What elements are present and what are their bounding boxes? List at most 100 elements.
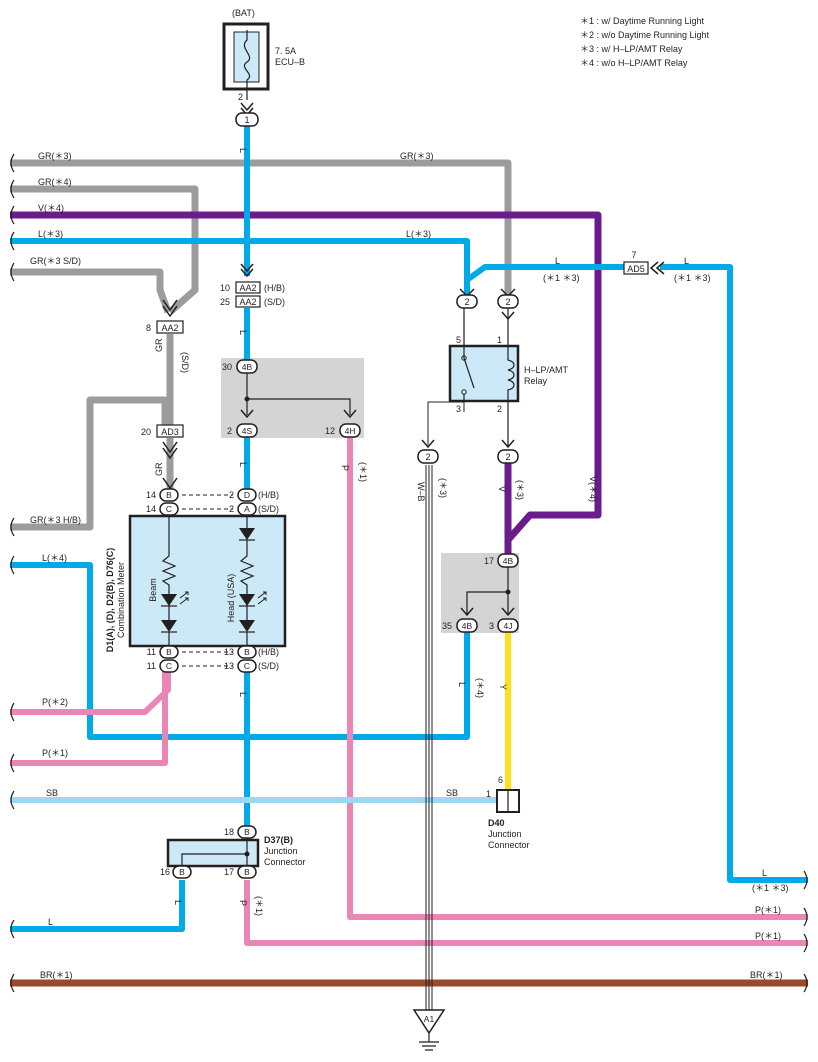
d40-p6: 6 [498, 775, 503, 785]
meter-ra: A [244, 504, 250, 514]
wire-group-p [10, 437, 808, 946]
connector-aa2-left: AA2 8 [146, 299, 184, 334]
label-gr3-top: GR(＊3) [38, 151, 72, 161]
j4b-lower-name: 4B [462, 621, 473, 631]
relay-sub: Relay [524, 376, 548, 386]
wb-conn: 2 [425, 452, 430, 462]
j4b-right-name: 4B [503, 556, 514, 566]
j4j-name: 4J [504, 621, 513, 631]
aa2-upper-name-hb: AA2 [239, 283, 256, 293]
label-p-d37: P [238, 900, 248, 906]
d37-desc2: Connector [264, 857, 306, 867]
left-wire-labels: GR(＊3) GR(＊4) V(＊4) L(＊3) GR(＊3 S/D) GR(… [30, 151, 81, 980]
center-labels: GR(＊3) L(＊3) SB L L L L GR (S/D) GR P (＊… [154, 148, 598, 916]
fuse-source: (BAT) [232, 8, 255, 18]
aa2-upper-hb: (H/B) [264, 283, 285, 293]
d37-p18: 18 [224, 827, 234, 837]
legend: ＊1 : w/ Daytime Running Light ＊2 : w/o D… [580, 16, 710, 68]
ground-name: A1 [424, 1014, 435, 1024]
label-l-bottom: L [48, 917, 53, 927]
relay-p5: 5 [456, 335, 461, 345]
ad3-pin: 20 [141, 427, 151, 437]
meter-subtitle: Combination Meter [116, 562, 126, 638]
relay-in-r: 2 [505, 297, 510, 307]
fuse-conn: 1 [244, 115, 249, 125]
relay-in-l: 2 [464, 297, 469, 307]
meter-r2b: 2 [229, 504, 234, 514]
label-p1-b: P(＊1) [755, 931, 781, 941]
label-l-lower: L [762, 868, 767, 878]
label-wb: W–B [416, 482, 426, 502]
j4b-top-name: 4B [242, 362, 253, 372]
legend-item-2: ＊2 : w/o Daytime Running Light [580, 30, 710, 40]
label-l-upper: L [555, 256, 560, 266]
junction-4b-4j: 4B 17 4B 35 4J 3 [442, 553, 519, 633]
j4s-pin: 2 [227, 426, 232, 436]
label-star1-d37: (＊1) [254, 896, 264, 916]
j4b-top-pin: 30 [222, 362, 232, 372]
j4b-lower-pin: 35 [442, 621, 452, 631]
meter-rc: C [244, 661, 250, 671]
aa2-upper-name-sd: AA2 [239, 297, 256, 307]
aa2-upper-pin-hb: 10 [220, 283, 230, 293]
d37-c18: B [244, 827, 250, 837]
wire-l-right [660, 264, 808, 883]
meter-r2a: 2 [229, 490, 234, 500]
label-gr3-sd: GR(＊3 S/D) [30, 256, 81, 266]
d37-c16: B [179, 867, 185, 877]
meter-cb1: B [166, 490, 172, 500]
legend-item-4: ＊4 : w/o H–LP/AMT Relay [580, 58, 688, 68]
d40-desc2: Connector [488, 840, 530, 850]
meter-r13a: 13 [224, 647, 234, 657]
wire-l-ad5 [465, 264, 624, 283]
label-l4: L(＊4) [42, 553, 67, 563]
d40-p1: 1 [486, 789, 491, 799]
label-sd-aa2: (S/D) [180, 352, 190, 373]
relay-p2: 2 [497, 404, 502, 414]
label-y: Y [498, 684, 508, 690]
meter-sd1: (S/D) [258, 504, 279, 514]
label-l-4b: L [457, 682, 467, 687]
label-l-d37: L [173, 900, 183, 905]
ad5-pin: 7 [631, 250, 636, 260]
wire-l-bottom [10, 880, 185, 932]
aa2-upper-sd: (S/D) [264, 297, 285, 307]
v-conn: 2 [505, 452, 510, 462]
meter-p14b: 14 [146, 504, 156, 514]
wire-p1-meter [10, 672, 168, 766]
aa2-left-pin: 8 [146, 323, 151, 333]
wire-gr3-hb [10, 396, 169, 531]
label-l3-mid: L(＊3) [406, 229, 431, 239]
right-wire-labels: L (＊1 ＊3) L (＊1 ＊3) L (＊1 ＊3) P(＊1) P(＊1… [543, 256, 789, 980]
legend-item-1: ＊1 : w/ Daytime Running Light [580, 16, 705, 26]
label-star3-wb: (＊3) [438, 478, 448, 498]
meter-r13b: 13 [224, 661, 234, 671]
relay-p3: 3 [456, 404, 461, 414]
j4h-pin: 12 [325, 426, 335, 436]
d37-p17: 17 [224, 867, 234, 877]
label-gr-aa2: GR [154, 338, 164, 352]
label-gr3-hb: GR(＊3 H/B) [30, 515, 81, 525]
label-p2: P(＊2) [42, 697, 68, 707]
label-star4-4b: (＊4) [475, 678, 485, 698]
d40-name: D40 [488, 818, 505, 828]
ad3-name: AD3 [161, 427, 179, 437]
label-l3: L(＊3) [38, 229, 63, 239]
label-v: V [497, 486, 507, 492]
d37-name: D37(B) [264, 835, 293, 845]
j4b-right-pin: 17 [484, 556, 494, 566]
wire-group-v [10, 211, 602, 556]
meter-title: D1(A), (D), D2(B), D76(C) [105, 548, 115, 653]
label-l-meter: L [238, 692, 248, 697]
wire-gr3-top [10, 159, 512, 300]
d40-desc1: Junction [488, 829, 522, 839]
label-p1-a: P(＊1) [755, 905, 781, 915]
ad5-name: AD5 [627, 264, 645, 274]
wire-gr3-sd [10, 268, 172, 314]
meter-p11a: 11 [147, 647, 156, 657]
meter-head: Head (USA) [226, 574, 236, 623]
aa2-upper-pin-sd: 25 [220, 297, 230, 307]
wire-p-d37 [244, 880, 808, 946]
label-star3-v: (＊3) [515, 480, 525, 500]
